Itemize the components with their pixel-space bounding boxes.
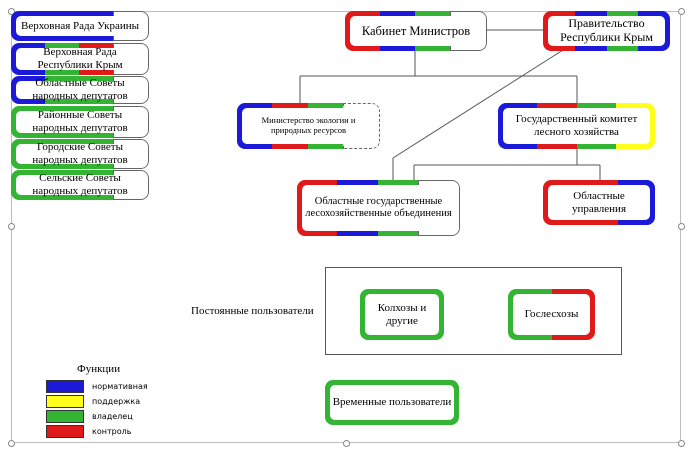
node-committee[interactable]: Государственный комитет лесного хозяйств… [498, 103, 655, 149]
legend-label-control: контроль [92, 426, 132, 436]
left-node-vrk-label: Верховная Рада Республики Крым [16, 46, 144, 71]
legend-item-owner: владелец [46, 409, 133, 423]
node-temporary-users[interactable]: Временные пользователи [325, 380, 459, 425]
node-committee-label: Государственный комитет лесного хозяйств… [503, 108, 650, 144]
left-node-gor[interactable]: Городские Советы народных депутатов [11, 139, 149, 169]
left-node-obl-label: Областные Советы народных депутатов [16, 77, 144, 102]
connector-government-regional [392, 49, 564, 159]
legend-swatch-normative [46, 379, 84, 393]
legend-item-support: поддержка [46, 394, 140, 408]
left-node-sel[interactable]: Сельские Советы народных депутатов [11, 170, 149, 200]
resize-handle-bottom-left[interactable] [8, 440, 15, 447]
node-cabinet[interactable]: Кабинет Министров [345, 11, 487, 51]
left-node-gor-label: Городские Советы народных депутатов [16, 141, 144, 166]
left-node-vrk[interactable]: Верховная Рада Республики Крым [11, 43, 149, 75]
node-regional-forest[interactable]: Областные государственные лесохозяйствен… [297, 180, 460, 236]
legend-title: Функции [77, 363, 121, 375]
left-node-sel-label: Сельские Советы народных депутатов [16, 172, 144, 197]
node-temporary-users-label: Временные пользователи [330, 385, 454, 420]
legend-label-normative: нормативная [92, 381, 148, 391]
node-cabinet-label: Кабинет Министров [350, 16, 482, 46]
node-ministry-label: Министерство экологии и природных ресурс… [242, 108, 375, 144]
legend-item-control: контроль [46, 424, 131, 438]
node-government-label: Правительство Республики Крым [548, 16, 665, 46]
left-node-ray-label: Районные Советы народных депутатов [16, 109, 144, 134]
resize-handle-top-right[interactable] [678, 8, 685, 15]
legend-label-owner: владелец [92, 411, 133, 421]
node-kolkhoz[interactable]: Колхозы и другие [360, 289, 444, 340]
resize-handle-bottom-center[interactable] [343, 440, 350, 447]
legend-item-normative: нормативная [46, 379, 148, 393]
resize-handle-bottom-right[interactable] [678, 440, 685, 447]
legend-swatch-support [46, 394, 84, 408]
legend-swatch-owner [46, 409, 84, 423]
node-regional-admin-label: Областные управления [548, 185, 650, 220]
left-node-vru-label: Верховная Рада Украины [16, 16, 144, 36]
resize-handle-middle-right[interactable] [678, 223, 685, 230]
node-ministry[interactable]: Министерство экологии и природных ресурс… [237, 103, 380, 149]
legend-swatch-control [46, 424, 84, 438]
left-node-ray[interactable]: Районные Советы народных депутатов [11, 106, 149, 138]
node-regional-admin[interactable]: Областные управления [543, 180, 655, 225]
node-regional-forest-label: Областные государственные лесохозяйствен… [302, 185, 455, 231]
legend-label-support: поддержка [92, 396, 141, 406]
left-node-obl[interactable]: Областные Советы народных депутатов [11, 76, 149, 104]
node-kolkhoz-label: Колхозы и другие [365, 294, 439, 335]
node-gosleshoz-label: Гослесхозы [513, 294, 590, 335]
node-gosleshoz[interactable]: Гослесхозы [508, 289, 595, 340]
node-government[interactable]: Правительство Республики Крым [543, 11, 670, 51]
left-node-vru[interactable]: Верховная Рада Украины [11, 11, 149, 41]
permanent-users-label: Постоянные пользователи [191, 305, 314, 317]
resize-handle-middle-left[interactable] [8, 223, 15, 230]
